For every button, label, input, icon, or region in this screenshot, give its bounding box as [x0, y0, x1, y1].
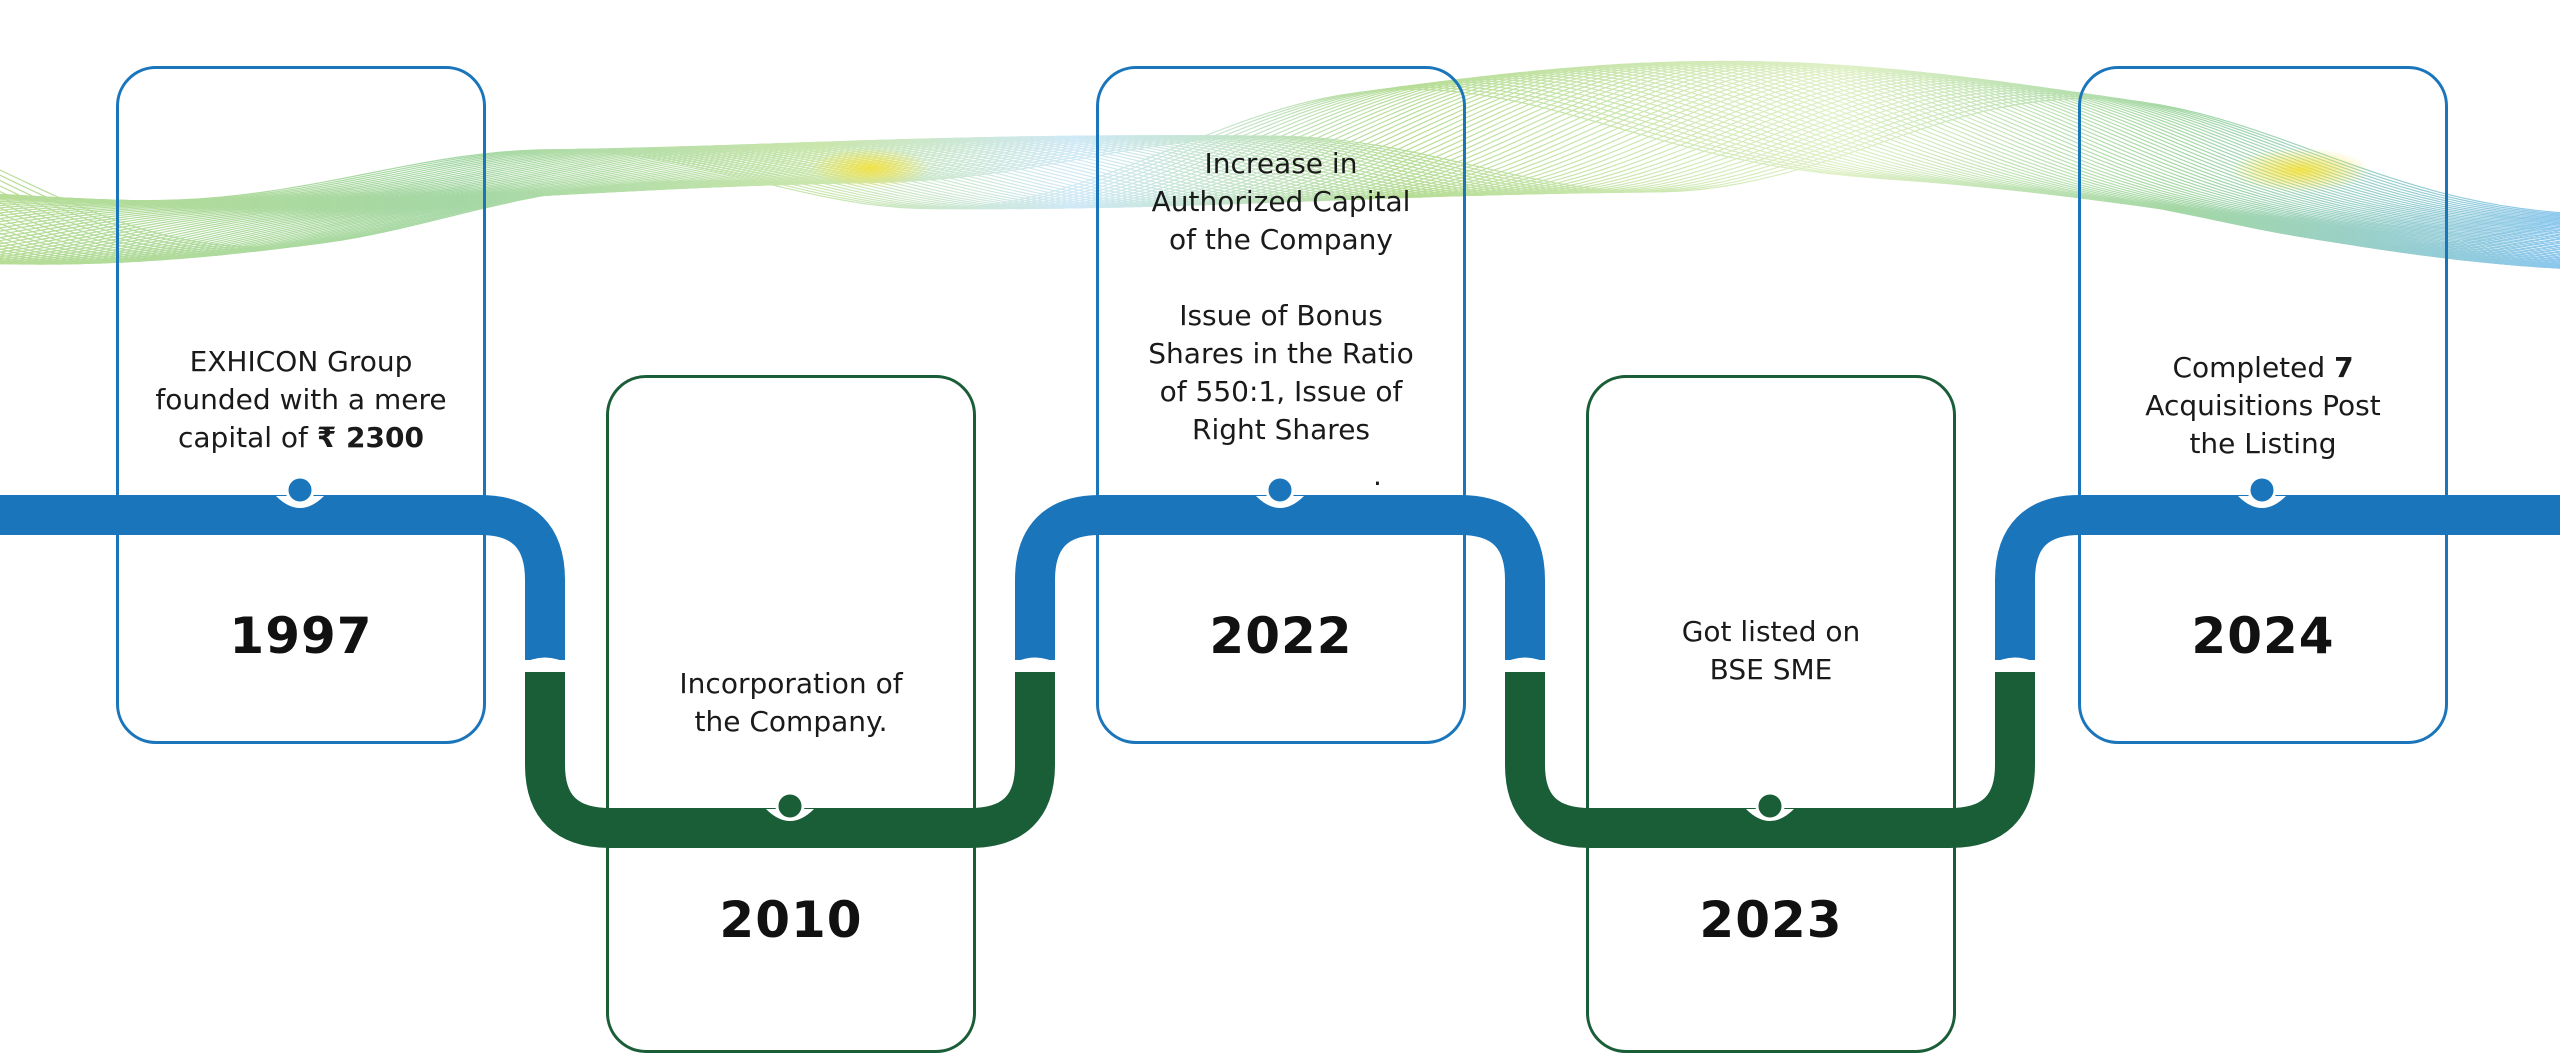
pin-2022: [1256, 475, 1304, 508]
track-junction: [1010, 657, 1060, 672]
description-line: capital of ₹ 2300: [178, 421, 424, 454]
milestone-description: Increase in Authorized Capital of the Co…: [1099, 145, 1463, 449]
wave-highlight: [2230, 148, 2370, 192]
wave-line: [0, 61, 2560, 269]
milestone-year: 2024: [2191, 607, 2335, 665]
description-line: the Company.: [694, 705, 888, 738]
description-line: Increase in: [1204, 147, 1358, 180]
milestone-year: 1997: [229, 607, 373, 665]
wave-line: [0, 62, 2560, 269]
track-segment-blue: [1995, 495, 2560, 660]
wave-line: [0, 87, 2560, 256]
description-line: Issue of Bonus: [1179, 299, 1383, 332]
wave-line: [0, 62, 2560, 269]
description-line: Right Shares: [1191, 413, 1371, 446]
milestone-year: 2022: [1209, 607, 1353, 665]
wave-line: [0, 90, 2560, 253]
trailing-mark: .: [1373, 459, 1382, 492]
milestone-card-2010: Incorporation of the Company. 2010: [606, 375, 976, 1053]
wave-line: [0, 88, 2560, 246]
description-line: Authorized Capital: [1151, 185, 1411, 218]
track-segment-blue: [1015, 495, 1545, 660]
wave-line: [0, 61, 2560, 268]
wave-line: [0, 63, 2560, 269]
track-segment-green: [1505, 672, 2035, 848]
pin-2010: [766, 791, 814, 821]
milestone-card-2024: Completed 7 Acquisitions Post the Listin…: [2078, 66, 2448, 744]
wave-line: [0, 76, 2560, 262]
wave-line: [0, 61, 2560, 268]
description-line: Acquisitions Post: [2145, 389, 2381, 422]
description-line: founded with a mere: [155, 383, 447, 416]
wave-line: [0, 75, 2560, 263]
wave-line: [0, 81, 2560, 260]
description-line: Incorporation of: [679, 667, 903, 700]
wave-line: [0, 64, 2560, 269]
milestone-year: 2010: [719, 891, 863, 949]
pin-2024: [2238, 475, 2286, 508]
milestone-description: EXHICON Group founded with a mere capita…: [119, 343, 483, 457]
milestone-description: Incorporation of the Company.: [609, 665, 973, 741]
milestone-card-2022: Increase in Authorized Capital of the Co…: [1096, 66, 1466, 744]
pin-1997: [276, 475, 324, 508]
track-junction: [520, 657, 570, 672]
track-junction: [1990, 657, 2040, 672]
wave-ribbon: [0, 60, 2560, 269]
milestone-description: Got listed on BSE SME: [1589, 613, 1953, 689]
description-line: BSE SME: [1709, 653, 1833, 686]
description-line: EXHICON Group: [189, 345, 413, 378]
wave-line: [0, 84, 2560, 258]
wave-line: [0, 92, 2560, 252]
acquisition-count: 7: [2334, 351, 2354, 384]
milestone-year: 2023: [1699, 891, 1843, 949]
milestone-card-1997: EXHICON Group founded with a mere capita…: [116, 66, 486, 744]
wave-line: [0, 78, 2560, 261]
description-line: the Listing: [2189, 427, 2337, 460]
milestone-description: Completed 7 Acquisitions Post the Listin…: [2081, 349, 2445, 463]
wave-highlight: [810, 148, 930, 188]
milestone-card-2023: Got listed on BSE SME 2023: [1586, 375, 1956, 1053]
track-junction: [1500, 657, 1550, 672]
description-line: Completed 7: [2172, 351, 2354, 384]
description-line: Shares in the Ratio: [1148, 337, 1414, 370]
description-line: Got listed on: [1681, 615, 1861, 648]
capital-amount: ₹ 2300: [316, 421, 424, 454]
description-line: of 550:1, Issue of: [1159, 375, 1403, 408]
wave-line: [0, 86, 2560, 257]
description-line: of the Company: [1169, 223, 1393, 256]
track-segment-green: [525, 672, 1055, 848]
pin-2023: [1746, 791, 1794, 821]
